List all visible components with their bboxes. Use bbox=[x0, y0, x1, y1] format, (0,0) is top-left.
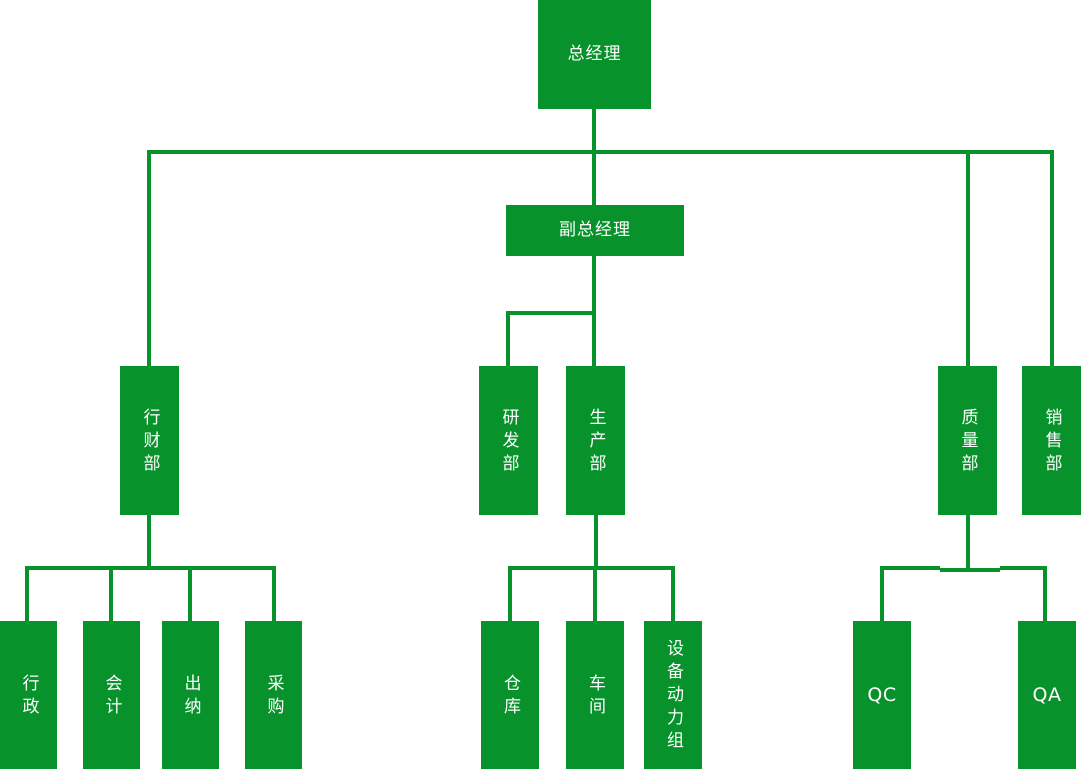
connector-deputy-gm-bus bbox=[506, 311, 596, 315]
node-rd-dept[interactable]: 研发部 bbox=[479, 366, 538, 515]
connector-bus-drop-quality bbox=[966, 150, 970, 368]
node-purchasing[interactable]: 采购 bbox=[245, 621, 302, 769]
connector-bus-drop-deputy-gm bbox=[592, 150, 596, 207]
connector-drop-production bbox=[592, 311, 596, 368]
connector-drop-qc bbox=[880, 566, 884, 623]
node-qa[interactable]: QA bbox=[1018, 621, 1076, 769]
node-admin-finance-dept[interactable]: 行财部 bbox=[120, 366, 179, 515]
connector-bus-drop-admin-finance bbox=[147, 150, 151, 368]
connector-bus-drop-sales bbox=[1050, 150, 1054, 368]
node-production-dept[interactable]: 生产部 bbox=[566, 366, 625, 515]
connector-drop-warehouse bbox=[508, 566, 512, 623]
node-qc[interactable]: QC bbox=[853, 621, 911, 769]
connector-drop-accounting bbox=[109, 566, 113, 623]
node-warehouse[interactable]: 仓库 bbox=[481, 621, 539, 769]
connector-drop-administration bbox=[25, 566, 29, 623]
node-administration[interactable]: 行政 bbox=[0, 621, 57, 769]
node-cashier[interactable]: 出纳 bbox=[162, 621, 219, 769]
connector-drop-qa bbox=[1043, 566, 1047, 623]
connector-quality-stem bbox=[966, 515, 970, 570]
connector-drop-cashier bbox=[188, 566, 192, 623]
connector-quality-bus-right bbox=[1000, 566, 1047, 570]
node-quality-dept[interactable]: 质量部 bbox=[938, 366, 997, 515]
connector-deputy-gm-stem bbox=[592, 256, 596, 315]
connector-quality-bus-left bbox=[880, 566, 940, 570]
connector-production-bus bbox=[508, 566, 675, 570]
node-general-manager[interactable]: 总经理 bbox=[538, 0, 651, 109]
connector-admin-finance-stem bbox=[147, 515, 151, 570]
connector-quality-bus-center bbox=[940, 568, 1000, 572]
connector-main-bus bbox=[147, 150, 1054, 154]
connector-gm-stem bbox=[592, 109, 596, 154]
node-accounting[interactable]: 会计 bbox=[83, 621, 140, 769]
node-equipment-power-group[interactable]: 设备动力组 bbox=[644, 621, 702, 769]
node-deputy-general-manager[interactable]: 副总经理 bbox=[506, 205, 684, 256]
connector-drop-purchasing bbox=[272, 566, 276, 623]
node-workshop[interactable]: 车间 bbox=[566, 621, 624, 769]
node-sales-dept[interactable]: 销售部 bbox=[1022, 366, 1081, 515]
connector-admin-finance-bus bbox=[25, 566, 276, 570]
connector-drop-equipment-power bbox=[671, 566, 675, 623]
connector-production-stem bbox=[594, 515, 598, 570]
connector-drop-workshop bbox=[593, 566, 597, 623]
connector-drop-rd bbox=[506, 311, 510, 368]
